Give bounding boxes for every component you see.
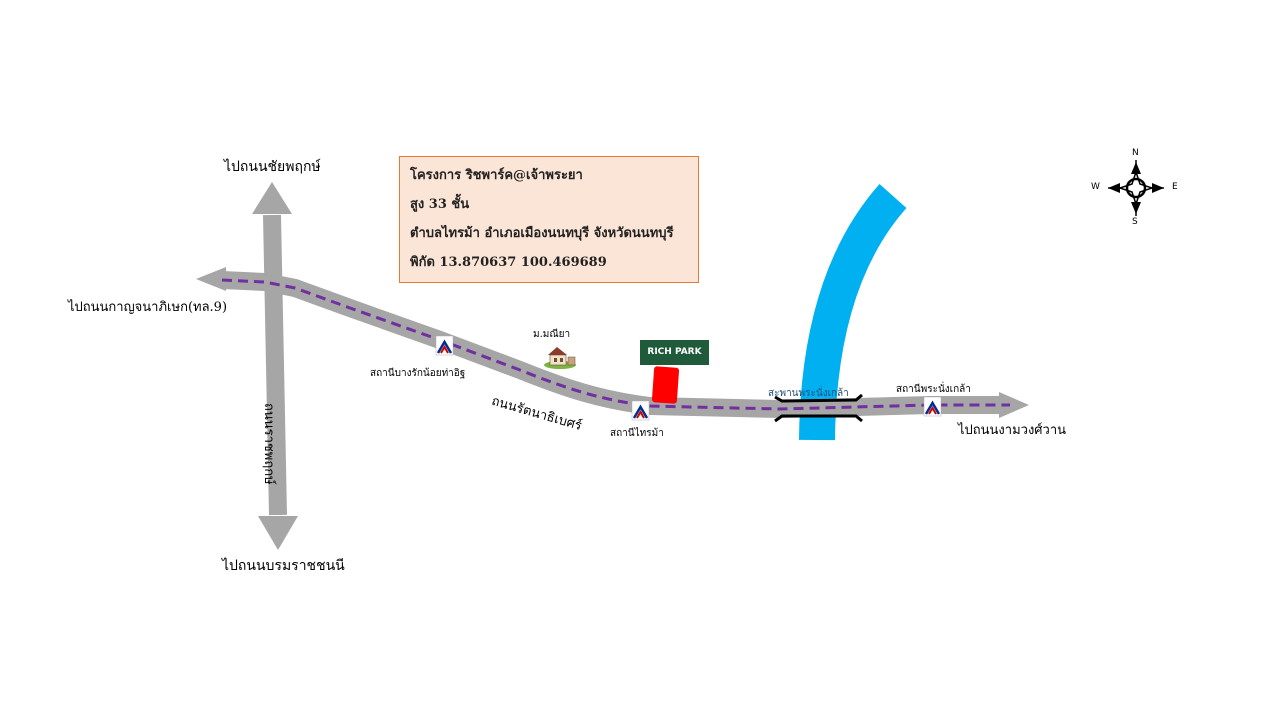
project-coordinates: พิกัด 13.870637 100.469689 <box>410 255 607 270</box>
project-location-marker <box>651 366 680 404</box>
bridge-symbol <box>774 393 863 423</box>
project-address: ตำบลไทรม้า อำเภอเมืองนนทบุรี จังหวัดนนทบ… <box>410 226 674 241</box>
label-manee-village: ม.มณียา <box>533 329 571 340</box>
ratchaphruek-road-line <box>252 182 298 550</box>
project-info-box: โครงการ ริชพาร์ค@เจ้าพระยา สูง 33 ชั้น ต… <box>399 156 699 283</box>
compass-south-label: S <box>1132 217 1138 227</box>
project-height: สูง 33 ชั้น <box>410 197 470 212</box>
label-sai-ma-station: สถานีไทรม้า <box>610 428 664 439</box>
label-to-ngamwongwan: ไปถนนงามวงศ์วาน <box>958 423 1067 438</box>
compass-north-label: N <box>1132 148 1139 158</box>
label-to-borommaratchachonnani: ไปถนนบรมราชชนนี <box>222 558 345 574</box>
label-bang-rak-noi-station: สถานีบางรักน้อยท่าอิฐ <box>370 368 466 379</box>
purple-line-rail <box>221 278 1010 411</box>
house-icon <box>544 347 576 369</box>
rich-park-logo: RICH PARK <box>640 340 709 365</box>
compass-rose-icon <box>1108 160 1164 216</box>
compass-east-label: E <box>1172 182 1178 192</box>
label-phra-nang-klao-station: สถานีพระนั่งเกล้า <box>896 384 971 395</box>
label-to-kanchanaphisek: ไปถนนกาญจนาภิเษก(ทล.9) <box>68 300 228 315</box>
compass-west-label: W <box>1091 182 1100 192</box>
station-icon-sai-ma <box>631 400 650 421</box>
label-to-chaiyaphruek: ไปถนนชัยพฤกษ์ <box>224 159 321 175</box>
project-name: โครงการ ริชพาร์ค@เจ้าพระยา <box>410 168 583 183</box>
label-ratchaphruek-road: ถนนราชพฤกษ์ <box>261 403 276 485</box>
station-icon-phra-nang-klao <box>923 396 942 417</box>
station-icon-bang-rak-noi <box>435 335 454 356</box>
label-phra-nang-klao-bridge: สะพานพระนั่งเกล้า <box>768 388 849 399</box>
